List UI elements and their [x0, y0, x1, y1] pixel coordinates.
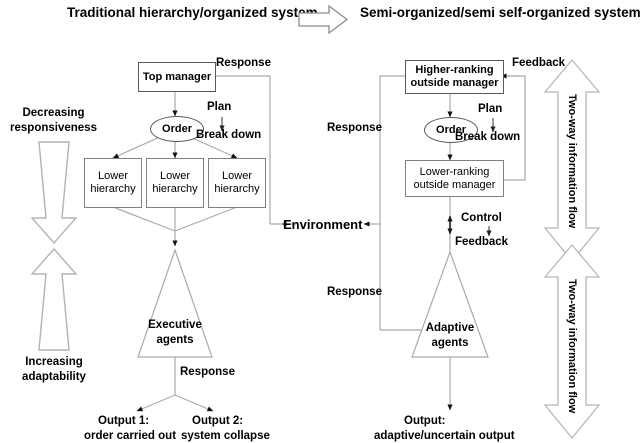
response-label-top-right: Response	[327, 122, 382, 134]
higher-manager-line2: outside manager	[410, 77, 499, 89]
output-1-label-line2: order carried out	[84, 430, 177, 442]
lower-hierarchy-box-1-line1: Lower	[98, 170, 128, 183]
adaptive-agents-label-line1: Adaptive	[425, 322, 475, 334]
output-label-line1: Output:	[404, 415, 446, 427]
higher-ranking-outside-manager-box[interactable]: Higher-ranking outside manager	[405, 60, 504, 94]
break-down-label-left: Break down	[196, 129, 262, 141]
environment-label: Environment	[283, 217, 363, 232]
output-label-line2: adaptive/uncertain output	[374, 430, 515, 442]
lower-hierarchy-box-2[interactable]: Lower hierarchy	[146, 158, 204, 208]
order-label-right: Order	[436, 124, 466, 136]
lower-ranking-outside-manager-box[interactable]: Lower-ranking outside manager	[405, 160, 504, 197]
output-2-label-line2: system collapse	[181, 430, 270, 442]
decreasing-responsiveness-label-line1: Decreasing	[22, 107, 85, 119]
top-manager-box[interactable]: Top manager	[138, 62, 216, 92]
lower-manager-line2: outside manager	[413, 178, 496, 191]
response-label-top-left: Response	[216, 57, 271, 69]
response-label-bottom-left: Response	[180, 366, 235, 378]
executive-agents-label-line1: Executive	[148, 319, 202, 331]
tapered-up-arrow-icon	[30, 247, 78, 351]
decreasing-responsiveness-label-line2: responsiveness	[10, 122, 97, 134]
tapered-down-arrow-icon	[30, 141, 78, 245]
higher-manager-line1: Higher-ranking	[415, 64, 494, 77]
increasing-adaptability-label-line1: Increasing	[25, 356, 83, 368]
block-arrow-right-icon	[298, 4, 349, 35]
control-label: Control	[461, 212, 502, 224]
lower-manager-line1: Lower-ranking	[419, 165, 490, 178]
two-way-information-flow-label-1: Two-way information flow	[566, 94, 578, 229]
left-panel-title: Traditional hierarchy/organized system	[67, 5, 318, 20]
break-down-label-right: Break down	[455, 131, 521, 143]
lower-hierarchy-box-1-line2: hierarchy	[90, 183, 136, 195]
lower-hierarchy-box-3[interactable]: Lower hierarchy	[208, 158, 266, 208]
feedback-label-mid: Feedback	[455, 236, 509, 248]
double-headed-vertical-arrow-icon-2	[543, 243, 601, 440]
order-ellipse-left[interactable]: Order	[150, 116, 204, 142]
lower-hierarchy-box-2-line2: hierarchy	[152, 183, 198, 195]
response-label-bottom-right: Response	[327, 286, 382, 298]
feedback-label-top: Feedback	[512, 57, 566, 69]
order-label-left: Order	[162, 123, 192, 135]
plan-label-left: Plan	[207, 101, 232, 113]
top-manager-label: Top manager	[142, 70, 212, 83]
executive-agents-label-line2: agents	[156, 334, 194, 346]
output-2-label-line1: Output 2:	[192, 415, 244, 427]
adaptive-agents-label-line2: agents	[431, 337, 469, 349]
lower-hierarchy-box-3-line2: hierarchy	[214, 183, 260, 195]
lower-hierarchy-box-3-line1: Lower	[222, 170, 252, 183]
increasing-adaptability-label-line2: adaptability	[22, 371, 86, 383]
lower-hierarchy-box-2-line1: Lower	[160, 170, 190, 183]
two-way-information-flow-label-2: Two-way information flow	[566, 279, 578, 414]
order-ellipse-right[interactable]: Order	[424, 117, 478, 143]
plan-label-right: Plan	[478, 103, 503, 115]
output-1-label-line1: Output 1:	[98, 415, 150, 427]
lower-hierarchy-box-1[interactable]: Lower hierarchy	[84, 158, 142, 208]
right-panel-title: Semi-organized/semi self-organized syste…	[360, 5, 640, 20]
